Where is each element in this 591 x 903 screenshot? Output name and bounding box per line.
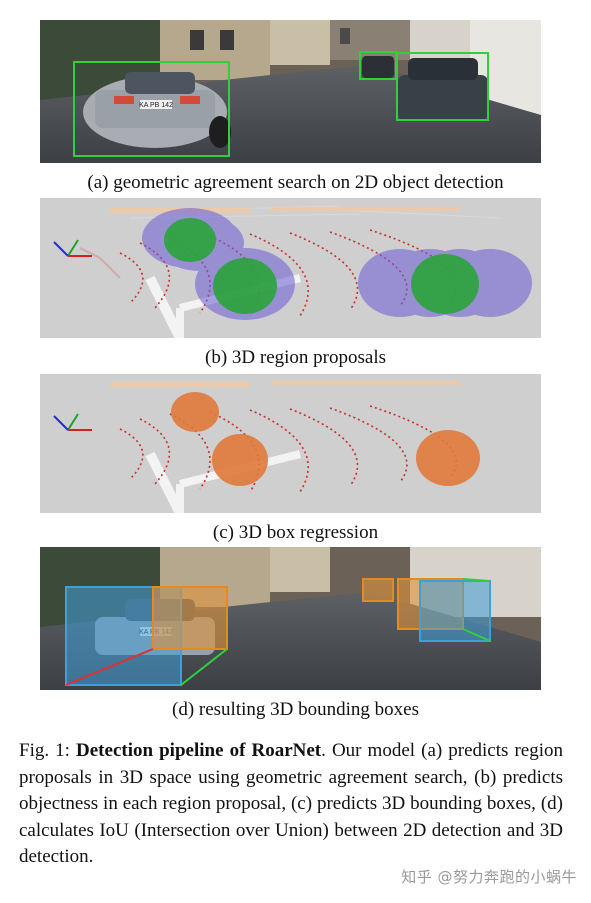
detection-box-mid-car	[396, 52, 489, 121]
point-cloud-regression	[40, 374, 541, 513]
caption-b: (b) 3D region proposals	[205, 347, 386, 368]
point-cloud-proposals	[40, 198, 541, 338]
box3d-near-car	[65, 586, 228, 686]
caption-d: (d) resulting 3D bounding boxes	[172, 699, 419, 720]
license-plate-text: KA PB 142	[139, 102, 173, 109]
box3d-far-car	[362, 578, 394, 602]
panel-d-image: KA PB 142	[40, 547, 541, 690]
figure-body: . Our model (a) predicts region proposal…	[19, 740, 564, 867]
axes-gizmo-icon	[53, 413, 92, 431]
panel-c-image	[40, 374, 541, 513]
figure-title: Detection pipeline of RoarNet	[76, 740, 322, 761]
axes-gizmo-icon	[53, 239, 92, 257]
caption-c: (c) 3D box regression	[212, 522, 379, 543]
caption-a: (a) geometric agreement search on 2D obj…	[87, 172, 504, 193]
street-scene-2d-detection: KA PB 142	[40, 20, 541, 163]
street-scene-3d-boxes: KA PB 142	[40, 547, 541, 690]
panel-a-image: KA PB 142	[40, 20, 541, 163]
panel-b-image	[40, 198, 541, 338]
box3d-mid-car	[397, 578, 491, 642]
figure-caption: Fig. 1: Detection pipeline of RoarNet. O…	[19, 738, 563, 871]
figure-label: Fig. 1:	[19, 740, 70, 761]
watermark: 知乎 @努力奔跑的小蜗牛	[401, 868, 577, 886]
detection-box-near-car	[73, 61, 230, 157]
